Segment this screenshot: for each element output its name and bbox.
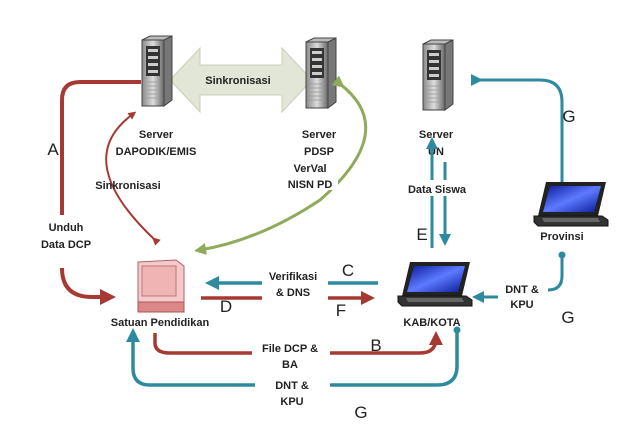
laptop-icon xyxy=(533,181,609,227)
verval-label-1: VerVal xyxy=(293,163,326,175)
pdsp-label-2: PDSP xyxy=(304,146,334,158)
file-dcp-label-1: File DCP & xyxy=(262,343,318,355)
provinsi-label: Provinsi xyxy=(540,231,583,243)
dnt-bottom-label-1: DNT & xyxy=(275,380,309,392)
sync-left-label: Sinkronisasi xyxy=(95,180,160,192)
dnt-bottom-label-2: KPU xyxy=(280,396,303,408)
edge-a-letter: A xyxy=(47,140,59,159)
edge-b-letter: B xyxy=(370,336,381,355)
un-label-2: UN xyxy=(428,146,444,158)
sync-left-arrow xyxy=(105,111,161,246)
edge-c-letter: C xyxy=(342,261,354,280)
un-provinsi-letter: G xyxy=(562,107,575,126)
verifikasi-label-1: Verifikasi xyxy=(269,271,317,283)
laptop-icon xyxy=(397,261,473,307)
satuan-label: Satuan Pendidikan xyxy=(111,317,210,329)
dapodik-label-2: DAPODIK/EMIS xyxy=(116,146,197,158)
dnt-bottom-letter: G xyxy=(354,403,367,422)
pdsp-label-1: Server xyxy=(302,129,337,141)
server-icon xyxy=(422,39,454,111)
unduh-label-1: Unduh xyxy=(49,222,84,234)
server-icon xyxy=(141,35,173,107)
dnt-right-label-2: KPU xyxy=(510,299,533,311)
verifikasi-label-2: & DNS xyxy=(276,287,310,299)
edge-e-letter: E xyxy=(416,225,427,244)
server-icon xyxy=(305,37,337,109)
dnt-right-letter: G xyxy=(561,308,574,327)
edge-a-arrow xyxy=(60,80,141,215)
unduh-label-2: Data DCP xyxy=(41,239,91,251)
edge-d-letter: D xyxy=(220,297,232,316)
dnt-right-label-1: DNT & xyxy=(505,284,539,296)
verval-arrow xyxy=(194,75,368,255)
dapodik-label-1: Server xyxy=(139,129,174,141)
file-dcp-arrow xyxy=(153,331,443,355)
data-siswa-label: Data Siswa xyxy=(408,184,467,196)
un-label-1: Server xyxy=(419,129,454,141)
edge-f-letter: F xyxy=(336,301,346,320)
edge-a-arrow-lower xyxy=(60,267,116,305)
verval-label-2: NISN PD xyxy=(288,179,333,191)
file-dcp-label-2: BA xyxy=(282,359,298,371)
kabkota-label: KAB/KOTA xyxy=(403,317,460,329)
un-provinsi-arrow xyxy=(471,74,568,211)
desktop-computer-icon xyxy=(137,259,185,313)
dnt-right-arrow xyxy=(547,255,564,292)
sync-top-label: Sinkronisasi xyxy=(205,75,270,87)
